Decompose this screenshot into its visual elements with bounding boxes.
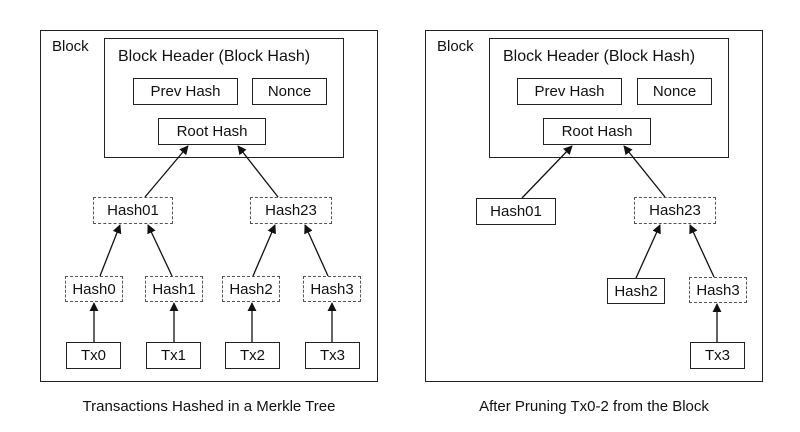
right-prev-hash-node: Prev Hash [517,78,622,105]
right-hash01-node: Hash01 [476,198,556,225]
left-arrow-hash23-root [237,145,279,198]
left-caption: Transactions Hashed in a Merkle Tree [82,398,336,415]
left-arrow-hash2-hash23 [252,224,276,277]
right-hash23-node: Hash23 [634,197,716,224]
left-hash2-node: Hash2 [222,276,280,302]
right-hash2-node: Hash2 [607,278,665,304]
left-hash01-node: Hash01 [93,197,173,224]
left-arrow-hash0-hash01 [99,224,122,277]
right-arrow-hash01-root [521,145,573,199]
left-tx3-node: Tx3 [305,342,360,369]
right-arrow-hash2-hash23 [635,224,661,279]
right-arrow-hash3-hash23 [689,224,715,278]
left-tx2-node: Tx2 [225,342,280,369]
right-hash3-node: Hash3 [689,277,747,303]
right-nonce-node: Nonce [637,78,712,105]
left-tx0-node: Tx0 [66,342,121,369]
left-nonce-node: Nonce [252,78,327,105]
left-header-label: Block Header (Block Hash) [118,48,311,65]
left-root-hash-node: Root Hash [158,118,266,145]
left-tx1-node: Tx1 [146,342,201,369]
left-hash3-node: Hash3 [303,276,361,302]
left-prev-hash-node: Prev Hash [133,78,238,105]
right-header-label: Block Header (Block Hash) [503,48,696,65]
left-hash23-node: Hash23 [250,197,332,224]
right-block-label: Block [437,38,474,55]
left-hash1-node: Hash1 [145,276,203,302]
left-arrow-hash01-root [144,145,189,198]
right-root-hash-node: Root Hash [543,118,651,145]
right-caption: After Pruning Tx0-2 from the Block [479,398,709,415]
left-block-label: Block [52,38,89,55]
left-hash0-node: Hash0 [65,276,123,302]
left-arrow-hash1-hash01 [147,224,173,277]
right-tx3-node: Tx3 [690,342,745,369]
left-arrow-hash3-hash23 [304,224,329,277]
right-arrow-hash23-root [623,145,666,198]
